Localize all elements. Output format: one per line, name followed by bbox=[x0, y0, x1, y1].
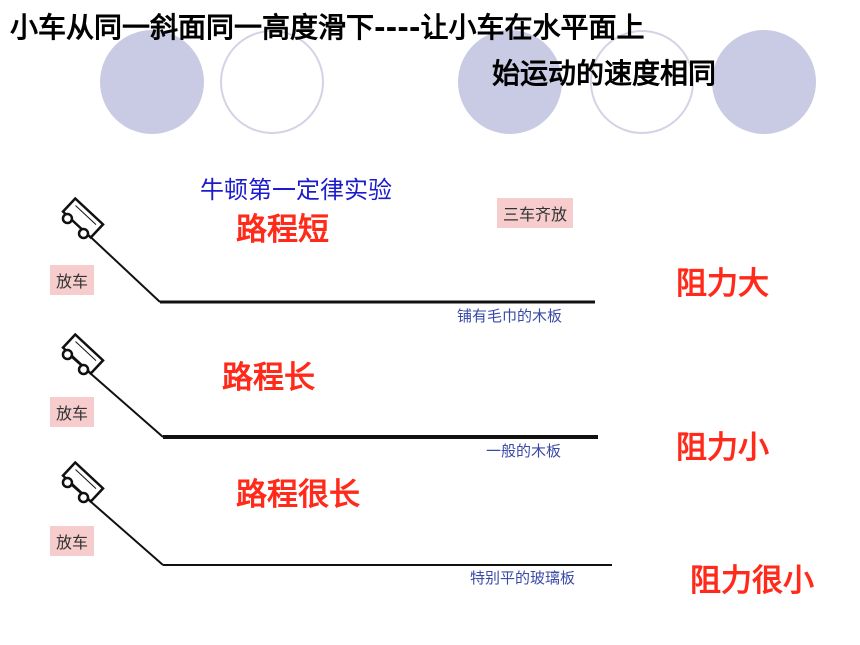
surface-label-3: 特别平的玻璃板 bbox=[470, 569, 576, 587]
cart-1 bbox=[57, 197, 105, 244]
release-tag-1: 放车 bbox=[50, 265, 95, 295]
resistance-label-3: 阻力很小 bbox=[690, 563, 814, 599]
decor-circle-4 bbox=[590, 30, 694, 134]
decor-circle-1 bbox=[100, 30, 204, 134]
distance-label-2: 路程长 bbox=[222, 360, 315, 396]
cart-2 bbox=[57, 333, 105, 380]
distance-label-1: 路程短 bbox=[236, 212, 329, 248]
experiment-title: 牛顿第一定律实验 bbox=[200, 176, 392, 204]
surface-label-1: 铺有毛巾的木板 bbox=[457, 307, 563, 325]
cart-3 bbox=[57, 461, 105, 508]
decor-circle-3 bbox=[458, 30, 562, 134]
release-tag-3: 放车 bbox=[50, 526, 95, 556]
release-all-tag: 三车齐放 bbox=[497, 198, 574, 228]
decor-circle-2 bbox=[220, 30, 324, 134]
release-tag-2: 放车 bbox=[50, 397, 95, 427]
distance-label-3: 路程很长 bbox=[236, 477, 360, 513]
surface-label-2: 一般的木板 bbox=[486, 442, 562, 460]
resistance-label-2: 阻力小 bbox=[676, 430, 769, 466]
track-towel bbox=[57, 197, 595, 304]
headline-line-1: 小车从同一斜面同一高度滑下----让小车在水平面上 bbox=[10, 11, 645, 44]
headline-line-2: 始运动的速度相同 bbox=[492, 57, 717, 90]
resistance-label-1: 阻力大 bbox=[676, 266, 769, 302]
decor-circle-5 bbox=[712, 30, 816, 134]
track-board bbox=[57, 333, 598, 439]
track-glass bbox=[57, 461, 612, 566]
